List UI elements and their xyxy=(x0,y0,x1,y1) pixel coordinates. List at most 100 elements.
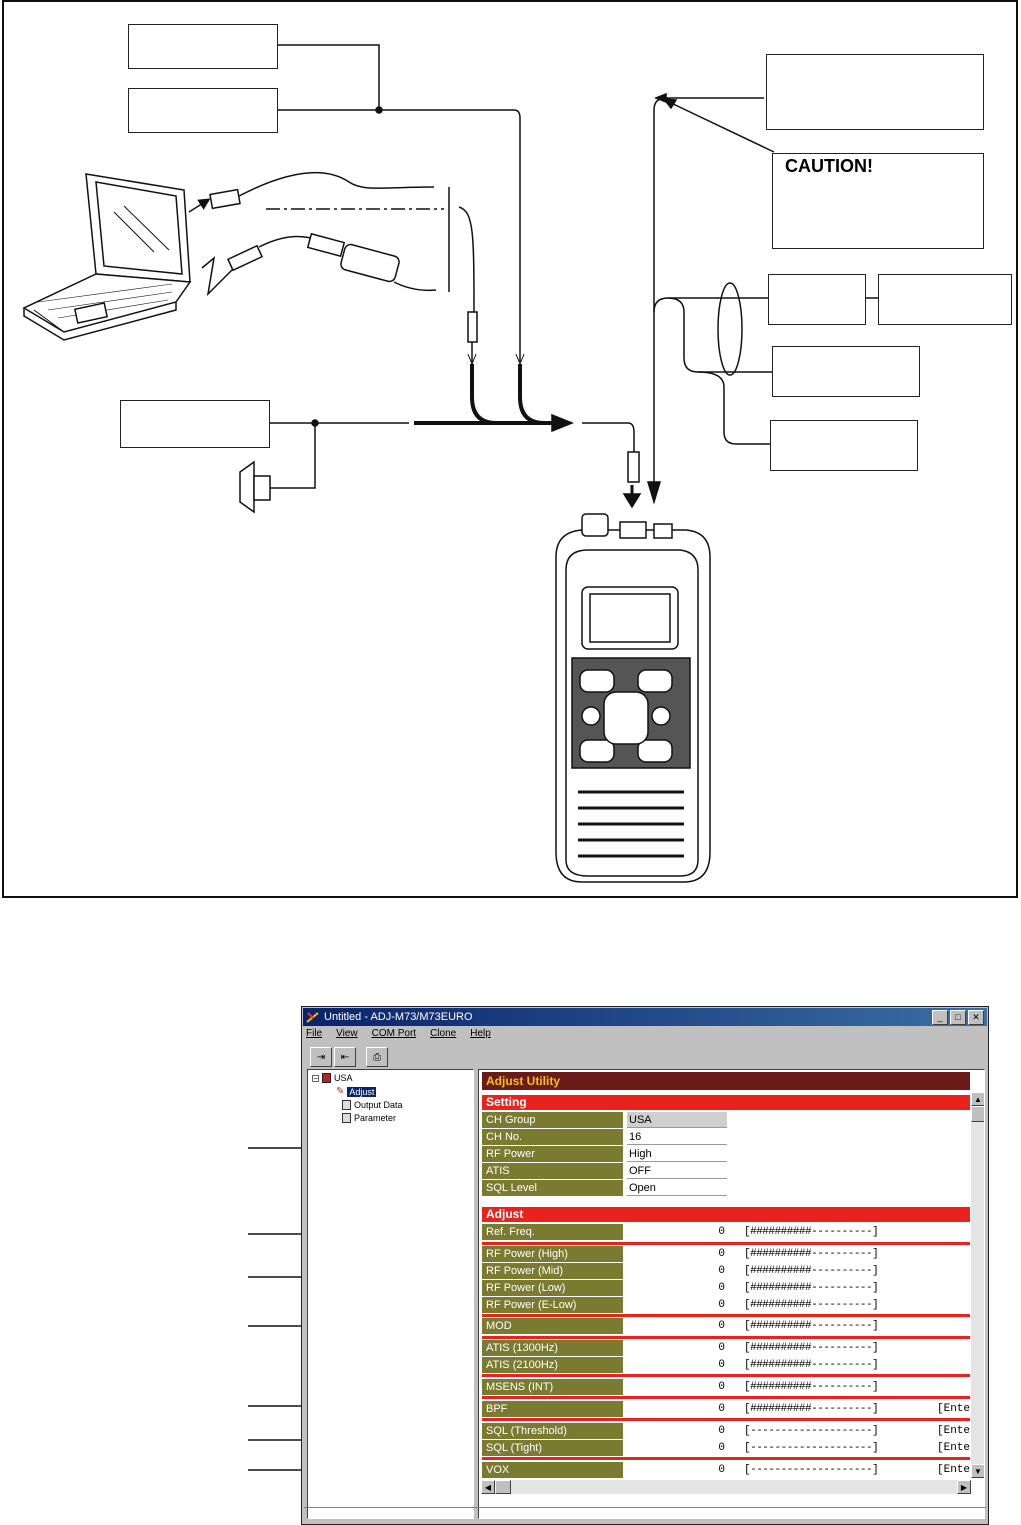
adjust-row-mod[interactable]: MOD 0 [##########----------] xyxy=(482,1318,970,1334)
adjust-label: RF Power (High) xyxy=(482,1246,623,1262)
menu-view[interactable]: View xyxy=(336,1028,358,1039)
setting-row-sql-level[interactable]: SQL Level Open xyxy=(482,1180,970,1196)
adjust-row-sql-tight[interactable]: SQL (Tight) 0 [--------------------] [En… xyxy=(482,1440,983,1456)
dc-power-supply-box xyxy=(120,400,270,448)
scroll-thumb[interactable] xyxy=(495,1480,511,1494)
minimize-button[interactable]: _ xyxy=(932,1009,948,1025)
adjust-label: BPF xyxy=(482,1401,623,1417)
tree-item-output-data[interactable]: Output Data xyxy=(342,1100,403,1110)
adjust-value: 0 xyxy=(718,1265,725,1277)
tree-item-label: Parameter xyxy=(354,1113,397,1123)
adjust-row-atis-1300[interactable]: ATIS (1300Hz) 0 [##########----------] xyxy=(482,1340,970,1356)
adjust-value: 0 xyxy=(718,1299,725,1311)
adjust-row-rf-power-e-low[interactable]: RF Power (E-Low) 0 [##########----------… xyxy=(482,1297,970,1313)
adjust-row-rf-power-mid[interactable]: RF Power (Mid) 0 [##########----------] xyxy=(482,1263,970,1279)
menu-com-port[interactable]: COM Port xyxy=(371,1028,417,1039)
scroll-thumb[interactable] xyxy=(971,1106,984,1122)
menu-file[interactable]: File xyxy=(306,1028,323,1039)
level-bar[interactable]: [--------------------] xyxy=(744,1442,879,1454)
adjust-row-bpf[interactable]: BPF 0 [##########----------] [Enter] xyxy=(482,1401,983,1417)
adjust-value: 0 xyxy=(718,1425,725,1437)
setting-value[interactable]: High xyxy=(627,1146,727,1162)
radio-icon xyxy=(322,1073,331,1083)
level-bar[interactable]: [##########----------] xyxy=(744,1226,879,1238)
scroll-right-icon[interactable]: ▶ xyxy=(957,1480,971,1494)
adjust-value: 0 xyxy=(718,1403,725,1415)
level-bar[interactable]: [##########----------] xyxy=(744,1320,879,1332)
diagram-wiring xyxy=(22,44,880,883)
setting-label: RF Power xyxy=(482,1146,623,1162)
scroll-left-icon[interactable]: ◀ xyxy=(481,1480,495,1494)
write-to-radio-icon[interactable]: ⇤ xyxy=(334,1047,356,1067)
caution-box: CAUTION! xyxy=(772,153,984,249)
group-separator xyxy=(482,1374,970,1377)
level-bar[interactable]: [##########----------] xyxy=(744,1282,879,1294)
setting-value[interactable]: 16 xyxy=(627,1129,727,1145)
level-bar[interactable]: [##########----------] xyxy=(744,1359,879,1371)
group-separator xyxy=(482,1314,970,1317)
tool-bar: ⇥ ⇤ ⎙ xyxy=(310,1047,388,1067)
setting-value[interactable]: OFF xyxy=(627,1163,727,1179)
level-bar[interactable]: [##########----------] xyxy=(744,1403,879,1415)
read-from-radio-icon[interactable]: ⇥ xyxy=(310,1047,332,1067)
scroll-up-icon[interactable]: ▲ xyxy=(971,1092,984,1106)
equipment-box-c xyxy=(772,346,920,397)
vertical-scrollbar[interactable]: ▲ ▼ xyxy=(971,1092,984,1478)
maximize-button[interactable]: □ xyxy=(950,1009,966,1025)
caution-title: CAUTION! xyxy=(785,156,873,176)
adjust-label: ATIS (2100Hz) xyxy=(482,1357,623,1373)
adjust-row-sql-threshold[interactable]: SQL (Threshold) 0 [--------------------]… xyxy=(482,1423,983,1439)
level-bar[interactable]: [##########----------] xyxy=(744,1299,879,1311)
tree-root[interactable]: − USA xyxy=(312,1073,353,1083)
setting-value[interactable]: Open xyxy=(627,1180,727,1196)
adjust-label: ATIS (1300Hz) xyxy=(482,1340,623,1356)
level-bar[interactable]: [##########----------] xyxy=(744,1248,879,1260)
adjust-row-ref-freq[interactable]: Ref. Freq. 0 [##########----------] xyxy=(482,1224,970,1240)
setting-label: SQL Level xyxy=(482,1180,623,1196)
adjust-section-header: Adjust xyxy=(482,1207,970,1222)
horizontal-scrollbar[interactable]: ◀ ▶ xyxy=(481,1480,971,1494)
collapse-icon[interactable]: − xyxy=(312,1073,319,1083)
adjust-value: 0 xyxy=(718,1359,725,1371)
adjust-row-rf-power-high[interactable]: RF Power (High) 0 [##########----------] xyxy=(482,1246,970,1262)
setting-label: CH No. xyxy=(482,1129,623,1145)
group-separator xyxy=(482,1457,970,1460)
equipment-box-2 xyxy=(128,88,278,133)
setting-row-ch-no[interactable]: CH No. 16 xyxy=(482,1129,970,1145)
setting-value[interactable]: USA xyxy=(627,1112,727,1128)
adjust-label: RF Power (Low) xyxy=(482,1280,623,1296)
adjust-label: RF Power (E-Low) xyxy=(482,1297,623,1313)
tree-root-label: USA xyxy=(334,1073,353,1083)
adjust-value: 0 xyxy=(718,1464,725,1476)
adjust-row-atis-2100[interactable]: ATIS (2100Hz) 0 [##########----------] xyxy=(482,1357,970,1373)
level-bar[interactable]: [##########----------] xyxy=(744,1265,879,1277)
setting-row-rf-power[interactable]: RF Power High xyxy=(482,1146,970,1162)
wrench-icon: ✎ xyxy=(336,1086,345,1097)
menu-clone[interactable]: Clone xyxy=(430,1028,457,1039)
level-bar[interactable]: [--------------------] xyxy=(744,1425,879,1437)
title-bar[interactable]: Untitled - ADJ-M73/M73EURO _ □ ✕ xyxy=(303,1008,987,1026)
scroll-down-icon[interactable]: ▼ xyxy=(971,1464,984,1478)
menu-help[interactable]: Help xyxy=(470,1028,491,1039)
equipment-box-b xyxy=(878,274,1012,325)
equipment-box-a xyxy=(768,274,866,325)
menu-bar: File View COM Port Clone Help xyxy=(306,1028,491,1044)
print-icon[interactable]: ⎙ xyxy=(366,1047,388,1067)
level-bar[interactable]: [##########----------] xyxy=(744,1381,879,1393)
setting-row-ch-group[interactable]: CH Group USA xyxy=(482,1112,970,1128)
setting-row-atis[interactable]: ATIS OFF xyxy=(482,1163,970,1179)
adjust-row-rf-power-low[interactable]: RF Power (Low) 0 [##########----------] xyxy=(482,1280,970,1296)
handheld-radio xyxy=(555,513,711,883)
adjust-row-vox[interactable]: VOX 0 [--------------------] [Enter] xyxy=(482,1462,983,1478)
document-icon xyxy=(342,1100,351,1110)
close-button[interactable]: ✕ xyxy=(968,1009,984,1025)
level-bar[interactable]: [--------------------] xyxy=(744,1464,879,1476)
laptop-pc xyxy=(22,173,237,341)
tree-item-adjust[interactable]: ✎ Adjust xyxy=(336,1086,377,1097)
connection-diagram: CAUTION! xyxy=(2,0,1018,898)
level-bar[interactable]: [##########----------] xyxy=(744,1342,879,1354)
adjust-row-msens-int[interactable]: MSENS (INT) 0 [##########----------] xyxy=(482,1379,970,1395)
adjust-value: 0 xyxy=(718,1226,725,1238)
status-bar xyxy=(304,1507,986,1522)
tree-item-parameter[interactable]: Parameter xyxy=(342,1113,396,1123)
